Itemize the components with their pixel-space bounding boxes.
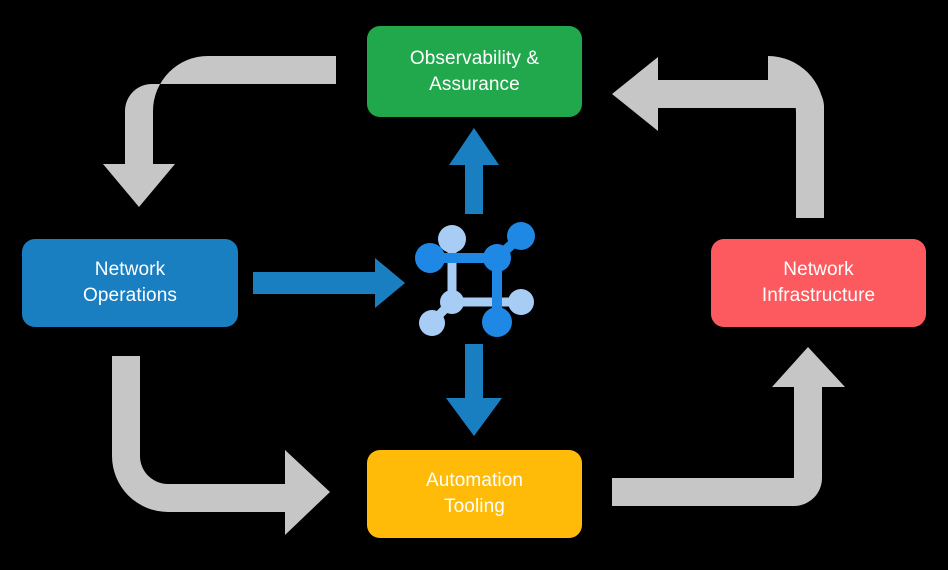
connector-center-to-observability: [449, 128, 499, 214]
node-observability-assurance[interactable]: Observability & Assurance: [367, 26, 582, 117]
connector-operations-to-automation: [112, 356, 330, 535]
node-automation-tooling[interactable]: Automation Tooling: [367, 450, 582, 538]
connector-observability-to-operations: [103, 56, 336, 207]
network-icon-secondary-nodes: [419, 225, 534, 336]
node-label-network-infrastructure: Network Infrastructure: [761, 259, 876, 306]
node-network-infrastructure[interactable]: Network Infrastructure: [711, 239, 926, 327]
connector-automation-to-infrastructure: [612, 347, 845, 506]
connector-infrastructure-to-observability: [612, 57, 824, 218]
connector-center-to-automation: [446, 344, 502, 436]
node-network-operations[interactable]: Network Operations: [22, 239, 238, 327]
network-topology-icon: [415, 222, 535, 337]
node-label-network-operations: Network Operations: [83, 259, 177, 306]
connector-operations-to-center: [253, 258, 405, 308]
node-label-automation-tooling: Automation Tooling: [425, 470, 524, 517]
connector-infrastructure-to-observability-elbow: [768, 56, 824, 218]
network-icon-primary-nodes: [415, 222, 535, 337]
node-label-observability: Observability & Assurance: [409, 47, 540, 95]
